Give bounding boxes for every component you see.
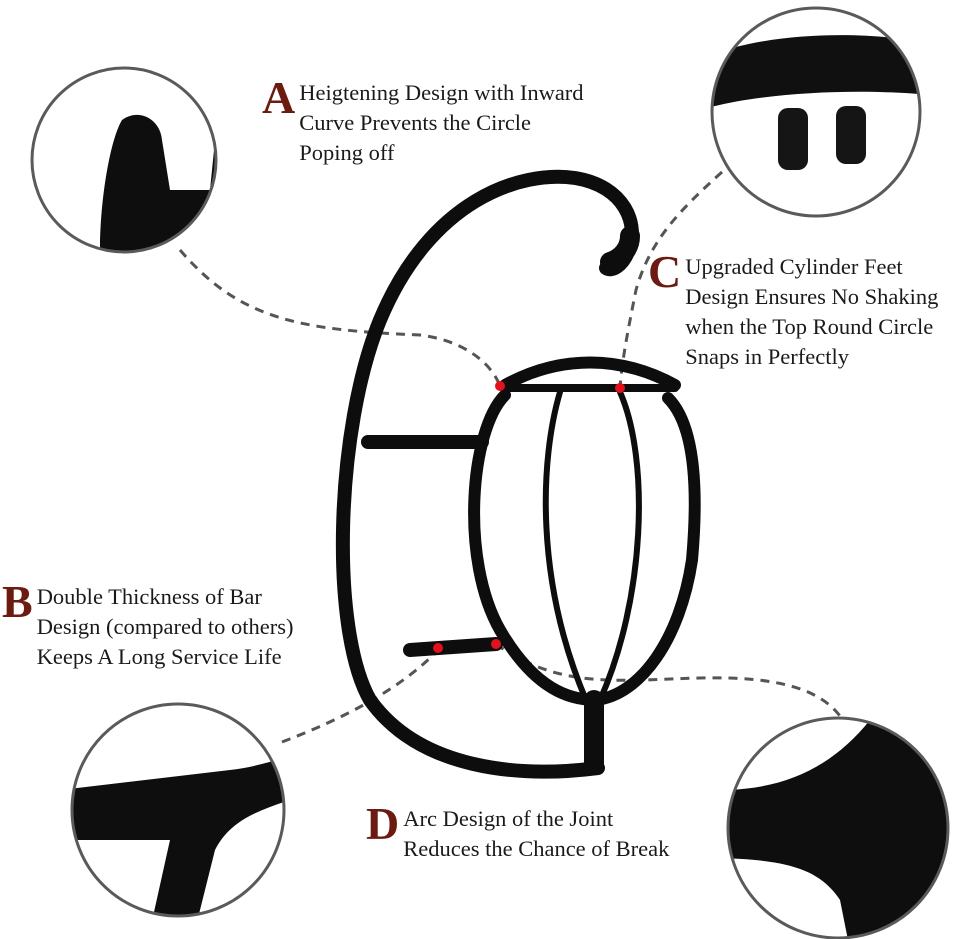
callout-a-letter: A (262, 72, 296, 123)
leader-line-a (178, 249, 502, 387)
detail-circle-c (710, 6, 922, 218)
callout-c-line: when the Top Round Circle (685, 314, 934, 339)
callout-c: C Upgraded Cylinder Feet Design Ensures … (648, 246, 938, 372)
leader-line-d (495, 642, 842, 717)
callout-c-description: Upgraded Cylinder Feet Design Ensures No… (685, 252, 938, 372)
callout-a-description: Heigtening Design with Inward Curve Prev… (299, 78, 583, 168)
wig-stand (335, 169, 701, 779)
callout-c-line: Snaps in Perfectly (685, 344, 849, 369)
callout-a: A Heigtening Design with Inward Curve Pr… (262, 72, 584, 168)
callout-a-line: Curve Prevents the Circle (299, 110, 532, 135)
callout-d: D Arc Design of the Joint Reduces the Ch… (366, 798, 669, 864)
markers (433, 381, 625, 653)
leader-line-b (281, 648, 440, 744)
callout-b-letter: B (2, 576, 33, 627)
callout-a-line: Heigtening Design with Inward (299, 80, 584, 105)
callout-c-line: Design Ensures No Shaking (685, 284, 939, 309)
callout-a-line: Poping off (299, 140, 395, 165)
marker-b (433, 643, 443, 653)
cage-rib-left (542, 389, 589, 703)
hook-tip (600, 226, 640, 272)
callout-d-letter: D (366, 798, 400, 849)
callout-b-line: Double Thickness of Bar (36, 584, 262, 609)
marker-a (495, 381, 505, 391)
callout-b-line: Design (compared to others) (36, 614, 294, 639)
detail-circle-b (70, 702, 286, 918)
callout-b-description: Double Thickness of Bar Design (compared… (37, 582, 294, 672)
outer-frame (335, 169, 639, 779)
marker-d (491, 639, 501, 649)
callout-d-description: Arc Design of the Joint Reduces the Chan… (403, 804, 669, 864)
top-arc (499, 356, 681, 391)
cage-rib-right (597, 389, 642, 703)
lower-crossbar (403, 637, 503, 657)
callout-b: B Double Thickness of Bar Design (compar… (2, 576, 294, 672)
detail-circle-a (30, 66, 218, 254)
detail-circle-d (726, 716, 950, 939)
callout-c-letter: C (648, 246, 682, 297)
leader-lines (178, 170, 842, 744)
cage-oval (468, 389, 701, 706)
callout-d-line: Arc Design of the Joint (403, 806, 614, 831)
callout-d-line: Reduces the Chance of Break (403, 836, 670, 861)
marker-c (615, 383, 625, 393)
leader-line-c (618, 170, 724, 389)
callout-c-line: Upgraded Cylinder Feet (685, 254, 903, 279)
callout-b-line: Keeps A Long Service Life (36, 644, 282, 669)
